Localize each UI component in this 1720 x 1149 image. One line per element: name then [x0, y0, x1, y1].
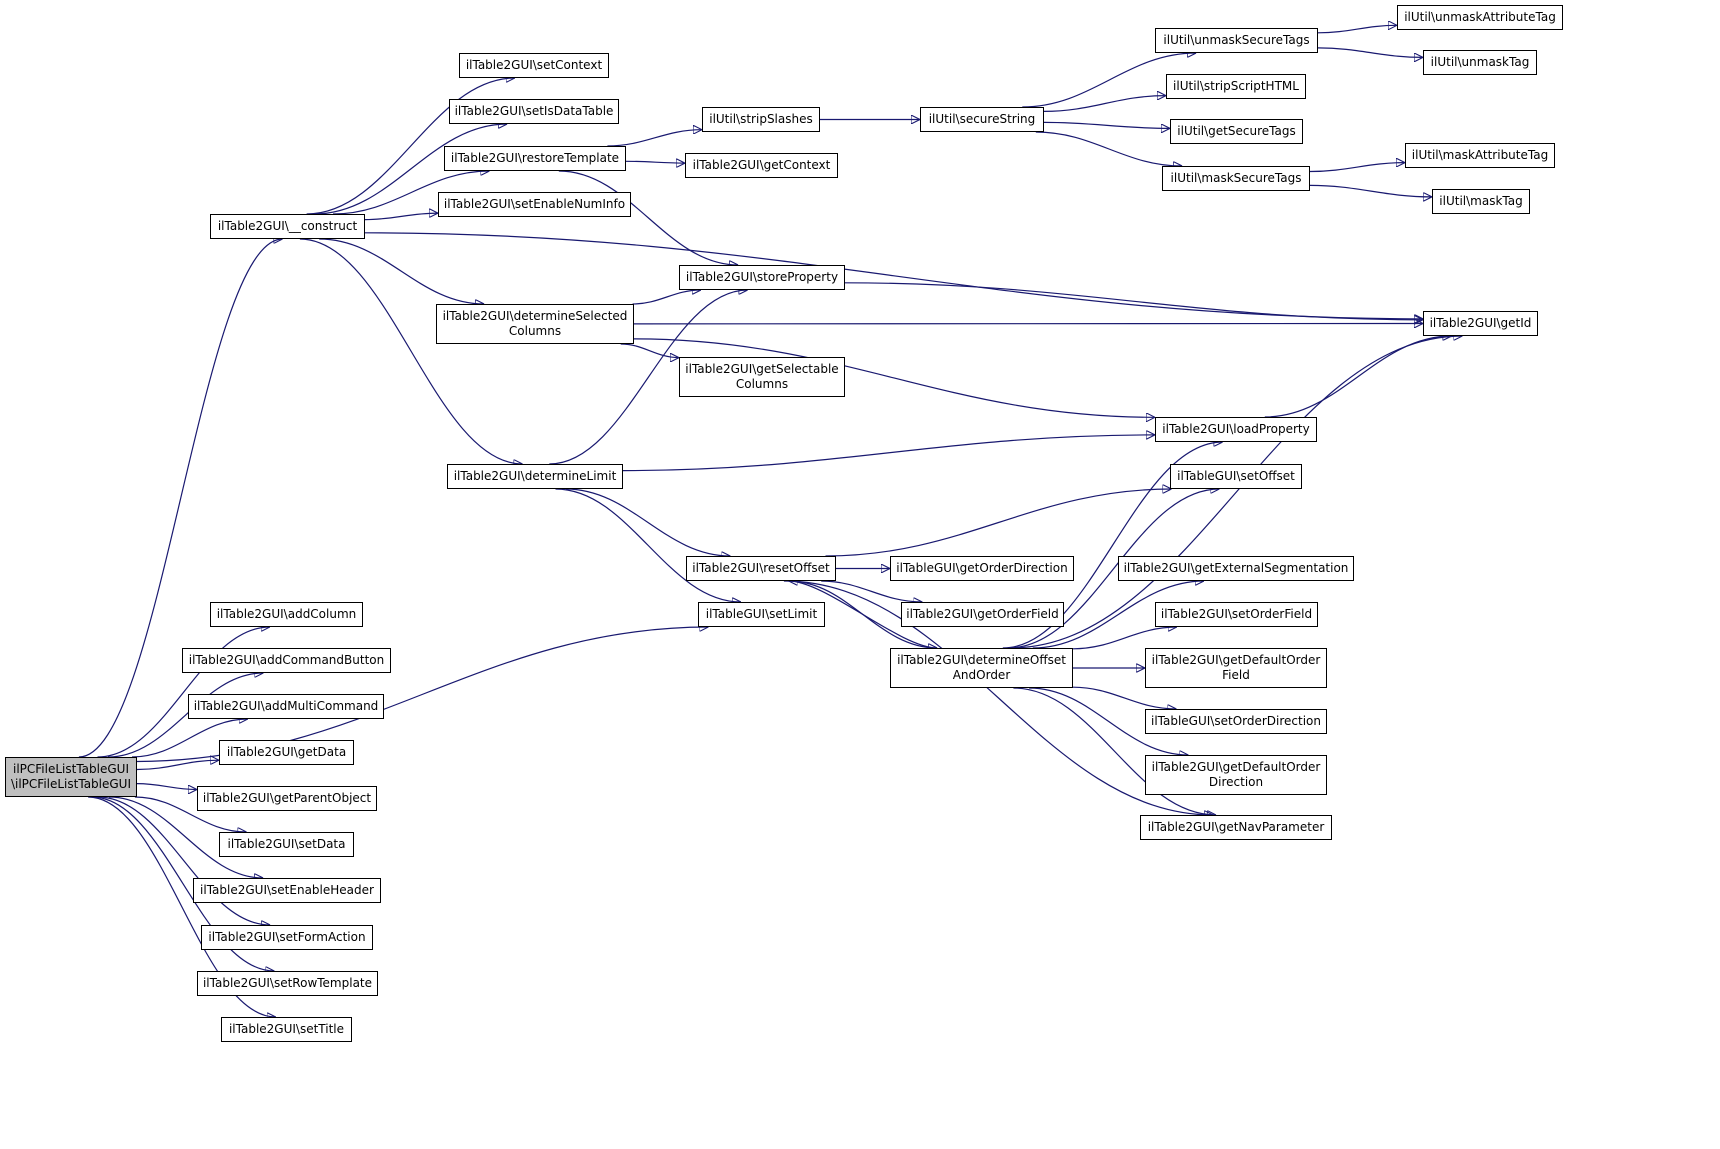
edge-root-to-getData [136, 760, 219, 771]
edge-determineSelectedColumns-to-getSelectableColumns [620, 343, 679, 358]
node-mask-attribute-tag[interactable]: ilUtil\maskAttributeTag [1405, 143, 1555, 168]
edge-construct-to-setIsDataTable [314, 124, 507, 215]
edge-construct-to-determineLimit [299, 238, 523, 464]
edge-construct-to-restoreTemplate [332, 171, 490, 215]
node-set-is-data-table[interactable]: ilTable2GUI\setIsDataTable [449, 99, 619, 124]
node-get-order-direction[interactable]: ilTableGUI\getOrderDirection [890, 556, 1074, 581]
edge-determineOffsetAndOrder-to-getDefaultOrderDirection [1029, 687, 1188, 755]
edge-root-to-setFormAction [97, 796, 270, 925]
edge-root-to-setRowTemplate [91, 796, 274, 971]
node-set-order-field[interactable]: ilTable2GUI\setOrderField [1155, 602, 1318, 627]
node-set-limit[interactable]: ilTableGUI\setLimit [698, 602, 825, 627]
node-set-data[interactable]: ilTable2GUI\setData [219, 832, 354, 857]
edge-maskSecureTags-to-maskAttributeTag [1309, 163, 1405, 173]
edge-restoreTemplate-to-storeProperty [558, 170, 738, 265]
edge-root-to-addCommandButton [107, 673, 263, 758]
edge-unmaskSecureTags-to-unmaskTag [1317, 47, 1423, 58]
edge-secureString-to-unmaskSecureTags [1022, 53, 1196, 108]
node-mask-secure-tags[interactable]: ilUtil\maskSecureTags [1162, 166, 1310, 191]
edge-determineOffsetAndOrder-to-getExternalSegmentation [1032, 581, 1204, 649]
node-set-context[interactable]: ilTable2GUI\setContext [459, 53, 609, 78]
edge-construct-to-setEnableNumInfo [364, 213, 438, 221]
node-get-order-field[interactable]: ilTable2GUI\getOrderField [901, 602, 1064, 627]
node-get-external-segmentation[interactable]: ilTable2GUI\getExternalSegmentation [1118, 556, 1354, 581]
node-add-command-button[interactable]: ilTable2GUI\addCommandButton [182, 648, 391, 673]
edge-root-to-setData [134, 796, 247, 832]
edge-root-to-setTitle [88, 796, 276, 1017]
node-reset-offset[interactable]: ilTable2GUI\resetOffset [686, 556, 836, 581]
edge-loadProperty-to-getId [1264, 336, 1452, 418]
edge-determineLimit-to-setLimit [555, 488, 742, 602]
node-strip-slashes[interactable]: ilUtil\stripSlashes [702, 107, 820, 132]
edge-determineOffsetAndOrder-to-setOrderDirection [1072, 686, 1177, 709]
node-get-id[interactable]: ilTable2GUI\getId [1423, 311, 1538, 336]
node-get-secure-tags[interactable]: ilUtil\getSecureTags [1170, 119, 1303, 144]
node-get-context[interactable]: ilTable2GUI\getContext [685, 153, 838, 178]
node-construct[interactable]: ilTable2GUI\__construct [210, 214, 365, 239]
node-set-enable-num-info[interactable]: ilTable2GUI\setEnableNumInfo [438, 192, 631, 217]
node-set-form-action[interactable]: ilTable2GUI\setFormAction [201, 925, 373, 950]
edge-resetOffset-to-getOrderField [821, 580, 922, 602]
edge-root-to-addColumn [97, 627, 270, 758]
edge-determineLimit-to-resetOffset [565, 488, 731, 556]
edge-determineOffsetAndOrder-to-setOffset [1008, 489, 1219, 649]
edge-secureString-to-maskSecureTags [1035, 131, 1182, 166]
node-get-default-order-field[interactable]: ilTable2GUI\getDefaultOrder Field [1145, 648, 1327, 688]
edge-construct-to-setContext [306, 78, 515, 215]
node-get-default-order-direction[interactable]: ilTable2GUI\getDefaultOrder Direction [1145, 755, 1327, 795]
node-load-property[interactable]: ilTable2GUI\loadProperty [1155, 417, 1317, 442]
node-set-title[interactable]: ilTable2GUI\setTitle [221, 1017, 352, 1042]
edge-secureString-to-stripScriptHTML [1043, 96, 1166, 112]
node-determine-limit[interactable]: ilTable2GUI\determineLimit [447, 464, 623, 489]
node-get-data[interactable]: ilTable2GUI\getData [219, 740, 354, 765]
node-restore-template[interactable]: ilTable2GUI\restoreTemplate [444, 146, 626, 171]
edge-determineOffsetAndOrder-to-getId [1010, 336, 1463, 649]
edge-determineSelectedColumns-to-storeProperty [632, 290, 701, 305]
node-add-column[interactable]: ilTable2GUI\addColumn [210, 602, 363, 627]
node-unmask-attribute-tag[interactable]: ilUtil\unmaskAttributeTag [1397, 5, 1563, 30]
node-store-property[interactable]: ilTable2GUI\storeProperty [679, 265, 845, 290]
node-unmask-secure-tags[interactable]: ilUtil\unmaskSecureTags [1155, 28, 1318, 53]
edge-root-to-construct [78, 239, 283, 758]
edge-determineOffsetAndOrder-to-loadProperty [1002, 442, 1223, 649]
edge-root-to-getParentObject [136, 783, 197, 790]
node-unmask-tag[interactable]: ilUtil\unmaskTag [1423, 50, 1537, 75]
edge-determineOffsetAndOrder-to-resetOffset [789, 581, 938, 649]
edge-storeProperty-to-getId [844, 282, 1423, 320]
node-add-multi-command[interactable]: ilTable2GUI\addMultiCommand [188, 694, 384, 719]
node-get-parent-object[interactable]: ilTable2GUI\getParentObject [197, 786, 377, 811]
edge-determineLimit-to-loadProperty [622, 435, 1155, 472]
edge-secureString-to-getSecureTags [1043, 121, 1170, 128]
node-set-offset[interactable]: ilTableGUI\setOffset [1170, 464, 1302, 489]
edge-construct-to-getId [364, 232, 1423, 319]
node-get-selectable-columns[interactable]: ilTable2GUI\getSelectable Columns [679, 357, 845, 397]
node-root[interactable]: ilPCFileListTableGUI \ilPCFileListTableG… [5, 757, 137, 797]
node-set-enable-header[interactable]: ilTable2GUI\setEnableHeader [193, 878, 381, 903]
edge-restoreTemplate-to-getContext [625, 161, 685, 163]
node-secure-string[interactable]: ilUtil\secureString [920, 107, 1044, 132]
edge-maskSecureTags-to-maskTag [1309, 184, 1432, 197]
edge-determineOffsetAndOrder-to-getNavParameter [1013, 687, 1216, 815]
node-strip-script-html[interactable]: ilUtil\stripScriptHTML [1166, 74, 1306, 99]
node-determine-selected-columns[interactable]: ilTable2GUI\determineSelected Columns [436, 304, 634, 344]
edge-determineSelectedColumns-to-loadProperty [633, 338, 1155, 417]
edge-unmaskSecureTags-to-unmaskAttributeTag [1317, 25, 1397, 34]
edge-construct-to-determineSelectedColumns [319, 238, 484, 304]
edge-resetOffset-to-setOffset [825, 489, 1172, 557]
edge-determineLimit-to-storeProperty [549, 290, 747, 465]
edge-root-to-setEnableHeader [109, 796, 263, 878]
node-set-row-template[interactable]: ilTable2GUI\setRowTemplate [197, 971, 378, 996]
node-get-nav-parameter[interactable]: ilTable2GUI\getNavParameter [1140, 815, 1332, 840]
node-mask-tag[interactable]: ilUtil\maskTag [1432, 189, 1530, 214]
edge-determineOffsetAndOrder-to-setOrderField [1072, 627, 1177, 650]
edge-root-to-addMultiCommand [131, 719, 248, 758]
edge-restoreTemplate-to-stripSlashes [607, 130, 702, 147]
node-set-order-direction[interactable]: ilTableGUI\setOrderDirection [1145, 709, 1327, 734]
node-determine-offset-and-order[interactable]: ilTable2GUI\determineOffset AndOrder [890, 648, 1073, 688]
edge-resetOffset-to-getNavParameter [783, 580, 1213, 815]
